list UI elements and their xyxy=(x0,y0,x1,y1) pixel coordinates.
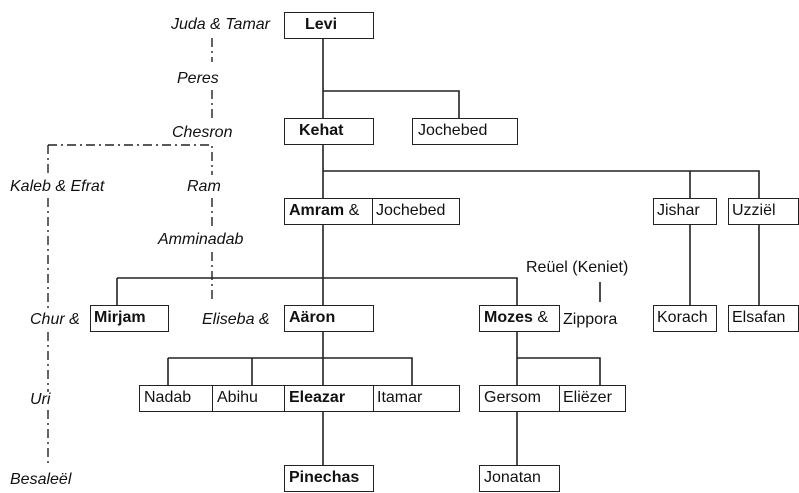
person-kehat: Kehat xyxy=(284,118,374,145)
spouse-ampersand: & xyxy=(537,309,549,326)
person-jochebed: Jochebed xyxy=(372,198,460,225)
label-juda-tamar: Juda & Tamar xyxy=(170,16,270,33)
person-zippora: Zippora xyxy=(563,311,618,328)
person-jishar: Jishar xyxy=(653,198,717,225)
mozes-name: Mozes xyxy=(484,309,533,326)
person-eleazar: Eleazar xyxy=(284,385,374,412)
mozes-children-line xyxy=(516,332,601,385)
aaron-children-line xyxy=(167,332,413,385)
person-itamar: Itamar xyxy=(373,385,460,412)
label-besaleel: Besaleël xyxy=(10,471,72,488)
amram-children-line xyxy=(116,225,518,305)
levi-jochebed-line xyxy=(323,90,460,118)
label-chesron: Chesron xyxy=(172,124,233,141)
label-chur: Chur & xyxy=(30,311,80,328)
label-uri: Uri xyxy=(30,391,51,408)
person-reuel: Reüel (Keniet) xyxy=(526,259,629,276)
person-eliezer: Eliëzer xyxy=(559,385,626,412)
label-kaleb-efrat: Kaleb & Efrat xyxy=(10,178,105,195)
person-uzziel: Uzziël xyxy=(728,198,799,225)
person-abihu: Abihu xyxy=(212,385,285,412)
person-gersom: Gersom xyxy=(479,385,560,412)
person-aaron: Aäron xyxy=(284,305,374,332)
person-nadab: Nadab xyxy=(139,385,213,412)
person-elsafan: Elsafan xyxy=(728,305,799,332)
label-peres: Peres xyxy=(177,70,219,87)
person-amram: Amram & xyxy=(284,198,374,225)
amram-name: Amram xyxy=(289,202,345,219)
person-mozes: Mozes & xyxy=(479,305,560,332)
person-jochebed-sister: Jochebed xyxy=(412,118,518,145)
person-pinechas: Pinechas xyxy=(284,465,374,492)
person-jonatan: Jonatan xyxy=(479,465,560,492)
person-mirjam: Mirjam xyxy=(90,305,169,332)
spouse-ampersand: & xyxy=(348,202,360,219)
label-ram: Ram xyxy=(187,178,221,195)
person-levi: Levi xyxy=(284,12,374,39)
label-amminadab: Amminadab xyxy=(158,231,244,248)
kehat-children-line xyxy=(323,170,760,198)
person-korach: Korach xyxy=(653,305,717,332)
chesron-split-dashed-line xyxy=(47,144,213,465)
label-eliseba: Eliseba & xyxy=(202,311,270,328)
